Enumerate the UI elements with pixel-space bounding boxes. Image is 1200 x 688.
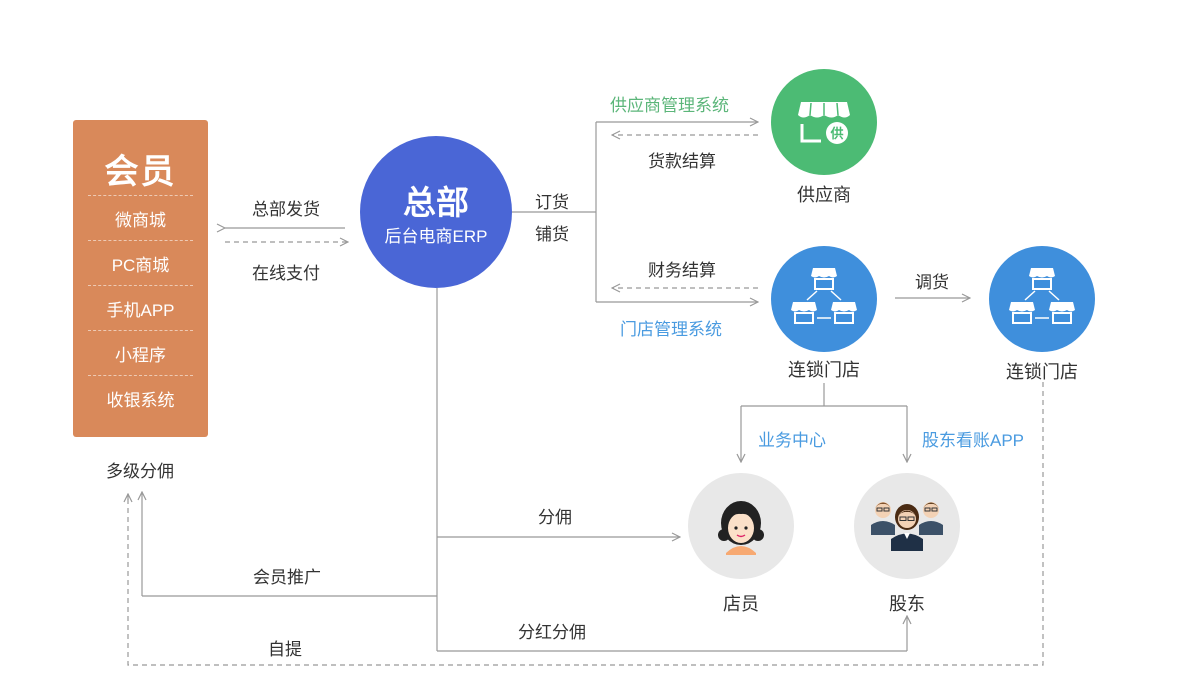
label-commission: 分佣 [538, 508, 572, 527]
label-payment-settle: 货款结算 [648, 152, 716, 171]
label-dividend: 分红分佣 [518, 623, 586, 642]
hq-subtitle: 后台电商ERP [384, 227, 488, 246]
label-transfer: 调货 [915, 273, 949, 292]
member-item-mini-program: 小程序 [115, 346, 166, 365]
hq-node: 总部 后台电商ERP [360, 136, 512, 288]
store-name: 连锁门店 [788, 360, 860, 380]
shareholders-icon [871, 502, 943, 551]
label-finance-settle: 财务结算 [648, 261, 716, 280]
store-network-icon [1009, 268, 1075, 324]
label-shareholder-app: 股东看账APP [922, 431, 1025, 450]
store-network-icon [791, 268, 857, 324]
member-item-pc-mall: PC商城 [111, 256, 170, 275]
divider [88, 195, 193, 196]
label-supplier-system: 供应商管理系统 [610, 96, 729, 115]
divider [88, 330, 193, 331]
label-member-promo: 会员推广 [253, 568, 321, 587]
supplier-node: 供 [771, 69, 877, 175]
clerk-node [688, 473, 794, 579]
self-pickup-path [127, 382, 1044, 666]
clerk-name: 店员 [723, 594, 759, 614]
shareholder-node [854, 473, 960, 579]
member-item-pos-system: 收银系统 [106, 391, 175, 410]
member-title: 会员 [104, 153, 177, 191]
clerk-avatar-icon [718, 501, 764, 555]
shareholder-name: 股东 [889, 594, 925, 614]
label-distribute: 铺货 [535, 225, 569, 244]
supplier-shop-icon [798, 102, 850, 144]
label-business-center: 业务中心 [758, 431, 826, 450]
label-store-system: 门店管理系统 [620, 320, 722, 339]
label-self-pickup: 自提 [268, 640, 302, 659]
label-hq-ship: 总部发货 [252, 200, 320, 219]
store-node [771, 246, 877, 352]
divider [88, 240, 193, 241]
store2-name: 连锁门店 [1006, 362, 1078, 382]
member-item-wechat-mall: 微商城 [115, 211, 166, 230]
supplier-name: 供应商 [797, 185, 851, 205]
supplier-badge: 供 [830, 126, 844, 141]
member-item-mobile-app: 手机APP [106, 301, 175, 320]
label-online-pay: 在线支付 [252, 264, 320, 283]
store2-node [989, 246, 1095, 352]
divider [88, 285, 193, 286]
hq-title: 总部 [403, 184, 469, 221]
member-note: 多级分佣 [106, 462, 174, 481]
divider [88, 375, 193, 376]
member-panel: 会员 微商城 PC商城 手机APP 小程序 收银系统 [73, 120, 208, 437]
label-order: 订货 [535, 193, 569, 212]
